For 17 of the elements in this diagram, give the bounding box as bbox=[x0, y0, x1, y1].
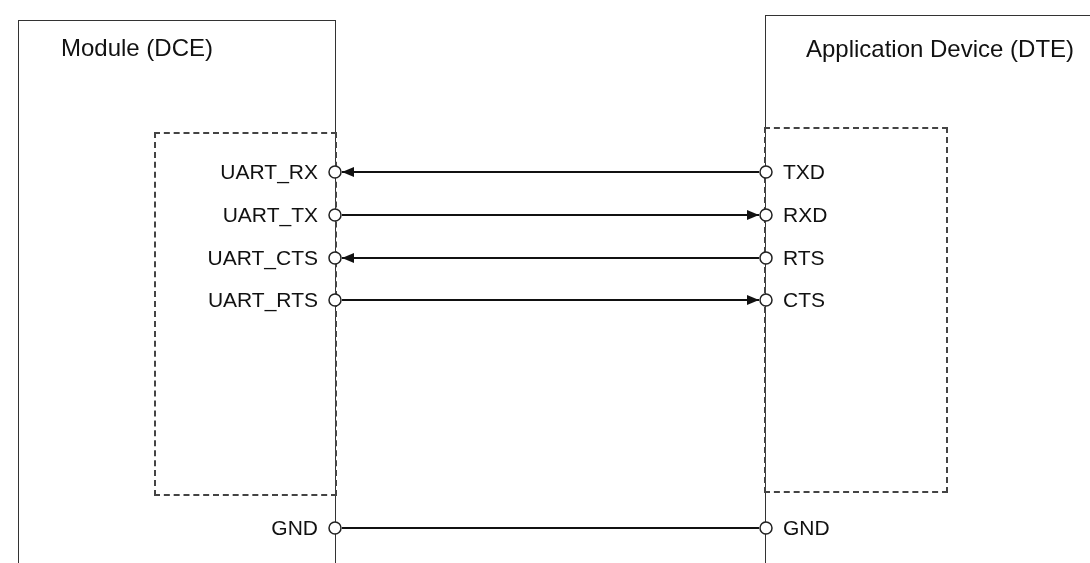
signal-line bbox=[341, 210, 760, 220]
device-title: Application Device (DTE) bbox=[804, 34, 1076, 64]
signal-name: UART_TX bbox=[222, 203, 318, 227]
signal-name: TXD bbox=[783, 160, 825, 184]
signal-name: UART_CTS bbox=[207, 246, 318, 270]
signal-name: RTS bbox=[783, 246, 825, 270]
device-title: Module (DCE) bbox=[59, 33, 214, 63]
signal-line bbox=[341, 295, 760, 305]
signal-line bbox=[341, 253, 760, 263]
signal-line bbox=[341, 527, 760, 529]
signal-name: RXD bbox=[783, 203, 828, 227]
signal-name: GND bbox=[271, 516, 318, 540]
signal-name: CTS bbox=[783, 288, 825, 312]
signal-name: UART_RX bbox=[220, 160, 318, 184]
signal-name: GND bbox=[783, 516, 830, 540]
signal-name: UART_RTS bbox=[207, 288, 318, 312]
signal-line bbox=[341, 167, 760, 177]
